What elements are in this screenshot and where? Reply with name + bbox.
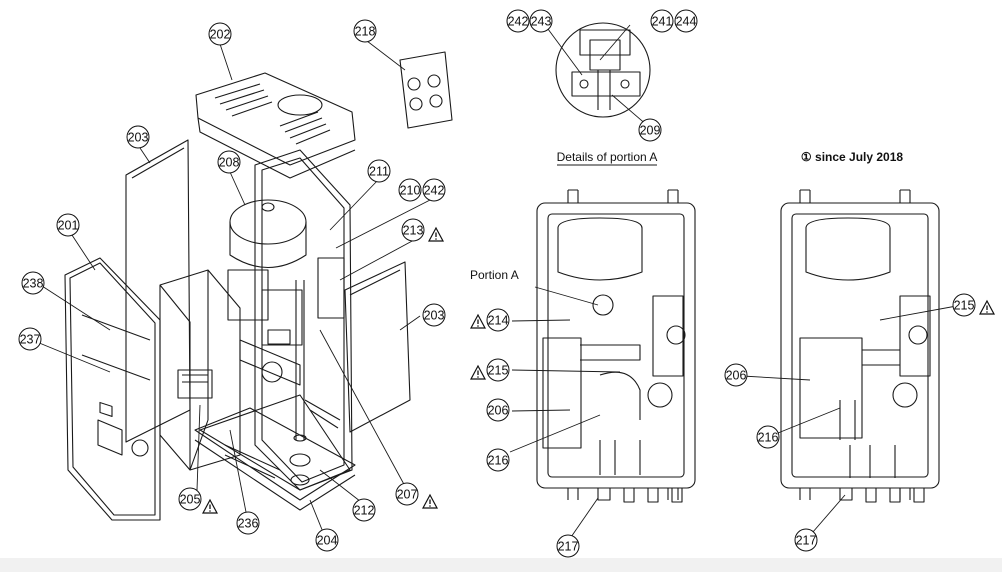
callout-238-text: 238	[23, 277, 44, 291]
internal-piping	[227, 257, 345, 442]
detail-a-view	[555, 22, 651, 118]
warning-triangle-icon	[470, 365, 486, 380]
callout-215-mid: 215	[486, 358, 510, 382]
callout-201-text: 201	[58, 219, 79, 233]
portion-a-label: Portion A	[470, 268, 519, 282]
callout-215-right: 215	[952, 293, 976, 317]
callout-237: 237	[18, 327, 42, 351]
callout-210: 210	[398, 178, 422, 202]
leader-lines	[31, 24, 963, 541]
callout-206-right: 206	[724, 363, 748, 387]
chassis-frame	[199, 149, 353, 491]
callout-203-right: 203	[422, 303, 446, 327]
since-caption: ① since July 2018	[801, 150, 903, 164]
callout-213: 213	[401, 218, 425, 242]
callout-242-detail: 242	[506, 9, 530, 33]
top-cover	[195, 72, 356, 179]
warning-triangle-icon	[202, 499, 218, 514]
warning-triangle-icon	[428, 227, 444, 242]
callout-215-mid-text: 215	[488, 364, 509, 378]
callout-236-text: 236	[238, 517, 259, 531]
callout-202-text: 202	[210, 28, 231, 42]
callout-212: 212	[352, 498, 376, 522]
callout-237-text: 237	[20, 333, 41, 347]
callout-203-left-text: 203	[128, 131, 149, 145]
callout-208-text: 208	[219, 156, 240, 170]
front-view-unit-a	[536, 189, 696, 503]
warning-triangle-icon	[979, 300, 995, 315]
callout-236: 236	[236, 511, 260, 535]
callout-218-text: 218	[355, 25, 376, 39]
callout-217-right-text: 217	[796, 534, 817, 548]
callout-205: 205	[178, 487, 202, 511]
callout-213-text: 213	[403, 224, 424, 238]
seal-bag	[399, 51, 453, 129]
footer-bar	[0, 558, 1002, 572]
callout-206-mid-text: 206	[488, 404, 509, 418]
front-view-unit-b	[780, 189, 940, 503]
callout-216-mid-text: 216	[488, 454, 509, 468]
callout-209: 209	[638, 118, 662, 142]
callout-216-mid: 216	[486, 448, 510, 472]
callout-214-text: 214	[488, 314, 509, 328]
callout-212-text: 212	[354, 504, 375, 518]
callout-209-text: 209	[640, 124, 661, 138]
callout-215-right-text: 215	[954, 299, 975, 313]
callout-207: 207	[395, 482, 419, 506]
callout-206-mid: 206	[486, 398, 510, 422]
warning-triangle-icon	[422, 494, 438, 509]
expansion-vessel	[229, 199, 307, 269]
callout-217-mid-text: 217	[558, 540, 579, 554]
callout-243-text: 243	[531, 15, 552, 29]
side-panel-left	[125, 139, 191, 443]
callout-216-right-text: 216	[758, 431, 779, 445]
callout-208: 208	[217, 150, 241, 174]
callout-238: 238	[21, 271, 45, 295]
callout-244: 244	[674, 9, 698, 33]
callout-218: 218	[353, 19, 377, 43]
side-panel-right	[344, 261, 411, 433]
callout-205-text: 205	[180, 493, 201, 507]
callout-242-detail-text: 242	[508, 15, 529, 29]
callout-242-left-text: 242	[424, 184, 445, 198]
callout-217-right: 217	[794, 528, 818, 552]
callout-242-left: 242	[422, 178, 446, 202]
warning-triangle-icon	[470, 314, 486, 329]
callouts: 202 218 203 208 211 210 242 213 201 238 …	[18, 9, 995, 558]
callout-211-text: 211	[369, 165, 389, 179]
details-caption: Details of portion A	[557, 150, 658, 164]
callout-203-right-text: 203	[424, 309, 445, 323]
front-panel	[64, 257, 161, 521]
callout-201: 201	[56, 213, 80, 237]
callout-202: 202	[208, 22, 232, 46]
callout-217-mid: 217	[556, 534, 580, 558]
callout-204-text: 204	[317, 534, 338, 548]
callout-241-text: 241	[652, 15, 673, 29]
callout-214: 214	[486, 308, 510, 332]
callout-203-left: 203	[126, 125, 150, 149]
callout-241: 241	[650, 9, 674, 33]
callout-207-text: 207	[397, 488, 418, 502]
callout-216-right: 216	[756, 425, 780, 449]
callout-206-right-text: 206	[726, 369, 747, 383]
callout-210-text: 210	[400, 184, 421, 198]
callout-204: 204	[315, 528, 339, 552]
control-box	[159, 269, 241, 471]
callout-244-text: 244	[676, 15, 697, 29]
callout-211: 211	[367, 159, 391, 183]
callout-243: 243	[529, 9, 553, 33]
